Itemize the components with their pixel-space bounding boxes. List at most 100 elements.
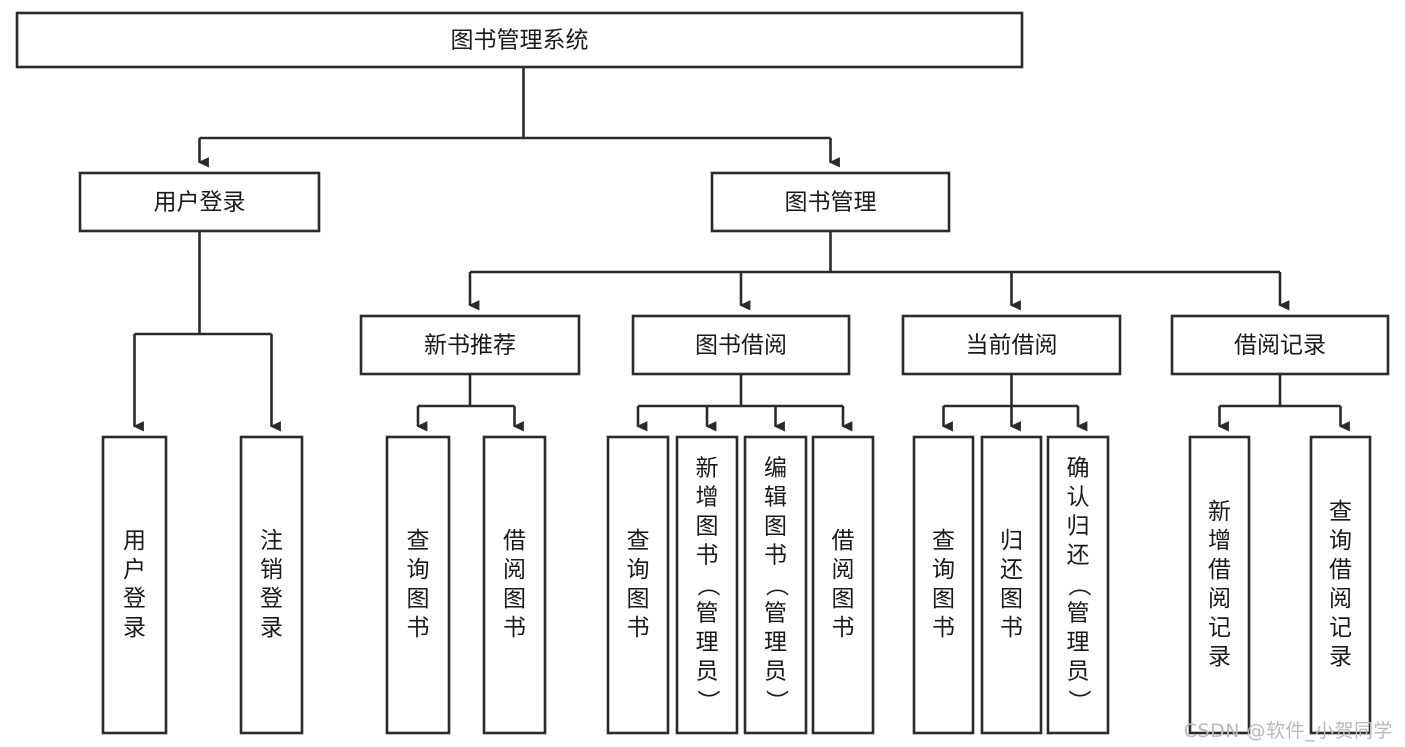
node-label-char: 增: [696, 485, 719, 511]
node-box: [980, 435, 1043, 735]
node-label: 当前借阅: [966, 333, 1058, 359]
node-current-borrow[interactable]: 当前借阅: [901, 314, 1122, 376]
node-label-char: 书: [503, 615, 526, 641]
node-label-char: 图: [832, 586, 855, 612]
node-label-char: 确: [1067, 456, 1090, 482]
node-label-char: 查: [407, 528, 430, 554]
node-label-char: 辑: [764, 485, 787, 511]
node-box: [359, 314, 581, 376]
node-new-book-rec[interactable]: 新书推荐: [359, 314, 581, 376]
node-label-char: （: [695, 574, 721, 597]
node-label-char: 书: [764, 543, 787, 569]
node-label-char: 录: [1208, 644, 1231, 670]
node-label-char: 阅: [503, 557, 526, 583]
node-box: [78, 171, 321, 233]
node-label: 用户登录: [154, 190, 246, 216]
node-label-char: 录: [123, 615, 146, 641]
node-label-char: 理: [696, 630, 719, 656]
node-box: [1046, 435, 1110, 735]
node-label-char: 录: [260, 615, 283, 641]
node-label-char: 新: [696, 456, 719, 482]
node-label-char: 询: [407, 557, 430, 583]
node-root[interactable]: 图书管理系统: [15, 11, 1024, 69]
node-label-char: 认: [1067, 485, 1090, 511]
node-label-char: （: [1066, 574, 1092, 597]
node-label: 图书管理系统: [451, 28, 589, 54]
node-box: [385, 435, 451, 735]
node-box: [912, 435, 975, 735]
node-label-char: 户: [123, 557, 146, 583]
node-label: 图书管理: [785, 190, 877, 216]
node-box: [15, 11, 1024, 69]
node-layer: 图书管理系统用户登录图书管理新书推荐图书借阅当前借阅借阅记录用户登录注销登录查询…: [15, 11, 1390, 735]
node-label-char: 询: [627, 557, 650, 583]
node-label: 新书推荐: [424, 333, 516, 359]
connector-layer: [132, 67, 1350, 432]
node-label-char: 图: [503, 586, 526, 612]
node-box: [1188, 435, 1251, 735]
node-book-borrow[interactable]: 图书借阅: [631, 314, 851, 376]
node-label-char: 记: [1208, 615, 1231, 641]
node-box: [811, 435, 875, 735]
node-box: [482, 435, 547, 735]
node-label-char: 图: [407, 586, 430, 612]
node-label: 图书借阅: [695, 333, 787, 359]
node-box: [710, 171, 951, 233]
node-box: [239, 435, 304, 735]
node-box: [675, 435, 739, 735]
node-label-char: 增: [1208, 528, 1231, 554]
node-label-char: 录: [1329, 644, 1352, 670]
node-label-char: ）: [763, 690, 789, 713]
node-label-char: 理: [764, 630, 787, 656]
node-label-char: 图: [932, 586, 955, 612]
node-box: [1309, 435, 1372, 735]
node-box: [901, 314, 1122, 376]
node-label-char: 书: [832, 615, 855, 641]
node-label-char: 阅: [832, 557, 855, 583]
node-label-char: 记: [1329, 615, 1352, 641]
node-label-char: ）: [1066, 690, 1092, 713]
node-user-login[interactable]: 用户登录: [78, 171, 321, 233]
node-label-char: 还: [1067, 543, 1090, 569]
node-label-char: 借: [503, 528, 526, 554]
node-label-char: 管: [696, 601, 719, 627]
node-label-char: ）: [695, 690, 721, 713]
node-label-char: 查: [1329, 499, 1352, 525]
node-label-char: 员: [1067, 659, 1090, 685]
node-label-char: 图: [627, 586, 650, 612]
node-label-char: 书: [696, 543, 719, 569]
node-box: [743, 435, 808, 735]
node-label-char: 阅: [1208, 586, 1231, 612]
node-box: [101, 435, 168, 735]
node-label-char: 归: [1067, 514, 1090, 540]
node-box: [606, 435, 670, 735]
node-leaf-user-login[interactable]: 用户登录: [101, 435, 168, 735]
node-label-char: 书: [1000, 615, 1023, 641]
node-box: [631, 314, 851, 376]
node-label: 借阅记录: [1234, 333, 1326, 359]
node-label-char: （: [763, 574, 789, 597]
node-borrow-record[interactable]: 借阅记录: [1170, 314, 1390, 376]
node-label-char: 员: [696, 659, 719, 685]
node-label-char: 新: [1208, 499, 1231, 525]
node-label-char: 询: [1329, 528, 1352, 554]
node-label-char: 书: [407, 615, 430, 641]
node-label-char: 员: [764, 659, 787, 685]
node-book-manage[interactable]: 图书管理: [710, 171, 951, 233]
node-label-char: 登: [260, 586, 283, 612]
node-label-char: 管: [1067, 601, 1090, 627]
